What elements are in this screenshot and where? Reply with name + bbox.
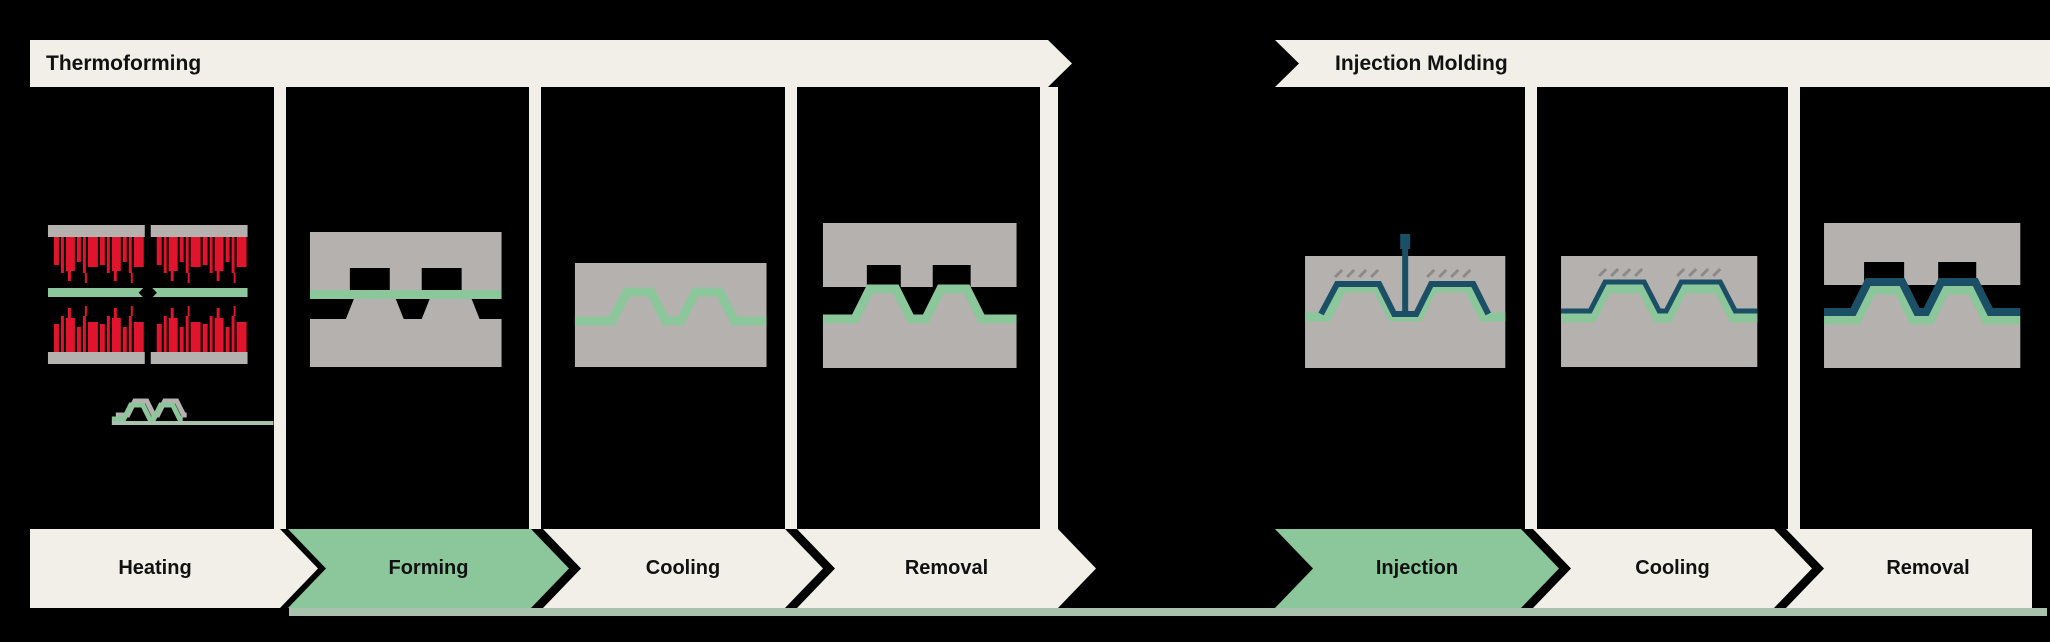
forming-diagram-icon: [309, 232, 502, 367]
stage-label-cooling-im: Cooling: [1635, 557, 1710, 579]
cooling-diagram-icon: [1561, 256, 1758, 367]
panel-heating: [30, 87, 274, 529]
thermoforming-header: Thermoforming: [30, 40, 1072, 87]
stage-label-removal-im: Removal: [1886, 557, 1970, 579]
stage-arrow-cooling-tf: Cooling: [543, 529, 823, 608]
stage-arrow-removal-im: Removal: [1786, 529, 2032, 608]
conveyor-line: [111, 421, 274, 425]
plastic-sheet: [309, 290, 502, 299]
stage-label-forming: Forming: [388, 557, 469, 579]
upper-mold-raised: [822, 223, 1017, 287]
heater-bank-bottom: [53, 306, 247, 352]
thermoforming-title: Thermoforming: [46, 51, 202, 75]
removal-diagram-icon: [822, 223, 1017, 368]
upper-mold-raised: [1823, 223, 2020, 285]
heater-bar-top: [47, 225, 248, 237]
stage-arrow-cooling-im: Cooling: [1533, 529, 1812, 608]
panel-cooling-im: [1537, 87, 1788, 529]
stage-label-cooling-tf: Cooling: [645, 557, 721, 579]
panel-cooling-tf: [541, 87, 785, 529]
cooling-diagram-icon: [574, 263, 767, 367]
flow-dashes: [1334, 268, 1472, 279]
overmold-layer: [1561, 279, 1758, 314]
overmold-layer: [1823, 278, 2020, 316]
lower-mold: [822, 293, 1017, 368]
lower-mold: [1823, 294, 2020, 368]
injection-molding-panels: [1275, 87, 2050, 529]
stage-arrow-forming: Forming: [288, 529, 569, 608]
stage-arrow-heating: Heating: [30, 529, 318, 608]
lower-mold: [309, 319, 502, 367]
mold-cavities: [349, 268, 462, 290]
stage-arrow-injection: Injection: [1275, 529, 1559, 608]
heater-bank-top: [53, 237, 247, 283]
thermoforming-panels: [30, 87, 1058, 529]
base-sheet: [1561, 284, 1758, 323]
removal-diagram-icon: [1823, 223, 2020, 368]
stage-label-heating: Heating: [118, 557, 192, 579]
stage-label-injection: Injection: [1375, 557, 1459, 579]
molded-sheet: [574, 287, 767, 326]
panel-removal-tf: [796, 87, 1040, 529]
injection-molding-header: Injection Molding: [1275, 40, 2050, 87]
injection-molding-title: Injection Molding: [1335, 51, 1508, 75]
molded-part: [822, 284, 1017, 324]
stage-label-removal-tf: Removal: [904, 557, 989, 579]
injection-diagram-icon: [1305, 234, 1506, 368]
panel-removal-im: [1799, 87, 2050, 529]
base-sheet: [1823, 285, 2020, 325]
heating-diagram-icon: [47, 225, 274, 425]
stage-arrow-removal-tf: Removal: [797, 529, 1096, 608]
sheet-clamp-marker: [138, 283, 157, 302]
closed-mold-block: [574, 263, 767, 367]
panel-injection: [1275, 87, 1526, 529]
injection-nozzle: [1400, 234, 1411, 317]
formed-part: [111, 402, 183, 422]
heater-bar-bottom: [47, 352, 248, 364]
upper-mold: [309, 232, 502, 290]
panel-forming: [285, 87, 529, 529]
mold-cavities: [866, 265, 971, 287]
flow-dashes: [1598, 267, 1722, 278]
mold-plugs: [345, 299, 480, 319]
baseline-strip: [289, 608, 2047, 616]
